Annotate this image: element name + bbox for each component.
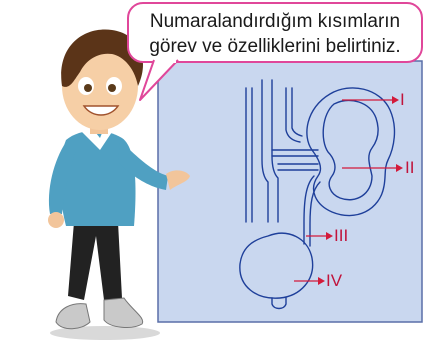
bladder bbox=[239, 232, 314, 299]
presenter-hand-left bbox=[48, 212, 64, 228]
presenter-legs bbox=[68, 222, 122, 300]
label-iv: IV bbox=[326, 271, 343, 290]
presenter-smile bbox=[82, 105, 120, 116]
label-iii: III bbox=[334, 226, 349, 245]
kidney-inner bbox=[322, 99, 379, 201]
speech-bubble-line-1: Numaralandırdığım kısımların bbox=[149, 11, 401, 32]
speech-bubble-line-2: görev ve özelliklerini belirtiniz. bbox=[149, 36, 401, 57]
urethra bbox=[271, 297, 287, 310]
blood-vessel-left bbox=[245, 87, 253, 223]
renal-artery bbox=[271, 149, 319, 157]
presenter-character bbox=[48, 29, 190, 340]
ureter bbox=[303, 175, 321, 247]
speech-bubble-tail bbox=[139, 59, 179, 101]
label-i: I bbox=[400, 90, 405, 109]
presenter-sweater bbox=[60, 130, 136, 226]
presenter-hand-right bbox=[166, 170, 190, 190]
presenter-shoe-right bbox=[103, 297, 144, 328]
renal-vein bbox=[277, 163, 319, 171]
arrows bbox=[294, 96, 403, 285]
blood-vessel-right bbox=[285, 87, 303, 143]
ground-shadow bbox=[50, 326, 160, 340]
kidney-outline bbox=[306, 87, 396, 217]
label-ii: II bbox=[405, 158, 415, 177]
diagram-board bbox=[157, 60, 423, 323]
presenter-arm-right bbox=[118, 142, 168, 190]
presenter-hair bbox=[61, 29, 143, 87]
excretory-system-diagram bbox=[239, 79, 396, 310]
presenter-shoe-left bbox=[55, 303, 91, 330]
presenter-arm-left bbox=[48, 142, 76, 214]
speech-bubble: Numaralandırdığım kısımların görev ve öz… bbox=[127, 2, 423, 63]
